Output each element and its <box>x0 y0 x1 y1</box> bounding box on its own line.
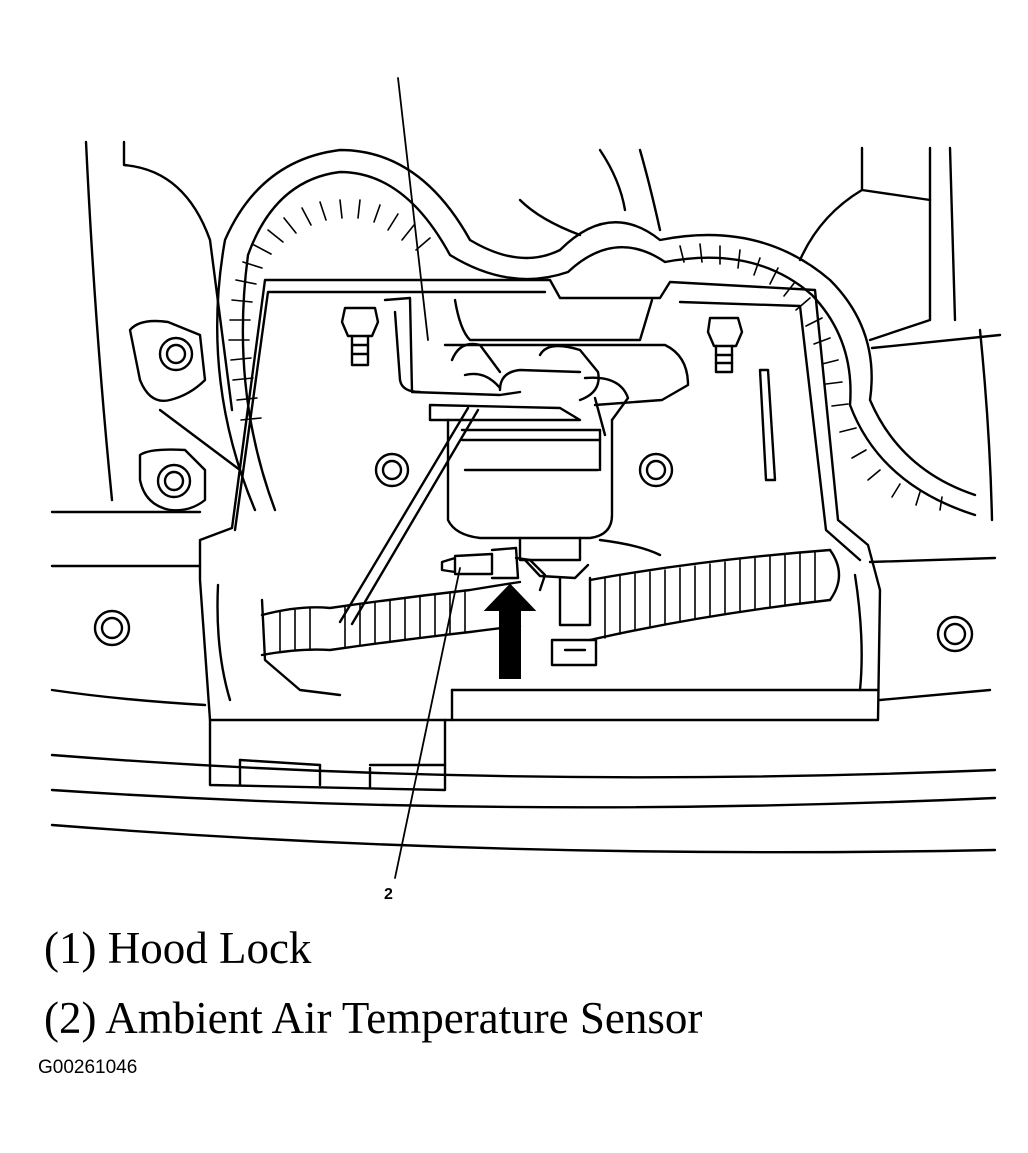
panel-lines <box>50 510 997 854</box>
frame-bolts <box>93 452 974 653</box>
release-rod-inner <box>350 408 480 626</box>
lower-harness-ribs <box>279 550 816 653</box>
legend-item-hood-lock: (1) Hood Lock <box>44 923 312 973</box>
release-rod <box>338 406 470 624</box>
hood-lock-diagram <box>50 77 1002 879</box>
body-contour <box>84 140 1002 522</box>
left-bracket <box>128 319 207 512</box>
callout-2-label: 2 <box>384 886 393 903</box>
leader-lines <box>394 77 461 879</box>
lock-support-frame <box>198 278 882 792</box>
wiring-harness-upper <box>216 148 977 517</box>
stud-nuts <box>340 306 777 482</box>
legend-item-ambient-air-temperature-sensor: (2) Ambient Air Temperature Sensor <box>44 993 703 1043</box>
wiring-harness-lower <box>260 548 841 657</box>
hood-lock-assembly <box>383 296 690 667</box>
ambient-air-temperature-sensor <box>440 546 547 592</box>
arrow-icon <box>483 583 537 679</box>
figure-id: G00261046 <box>38 1057 138 1078</box>
